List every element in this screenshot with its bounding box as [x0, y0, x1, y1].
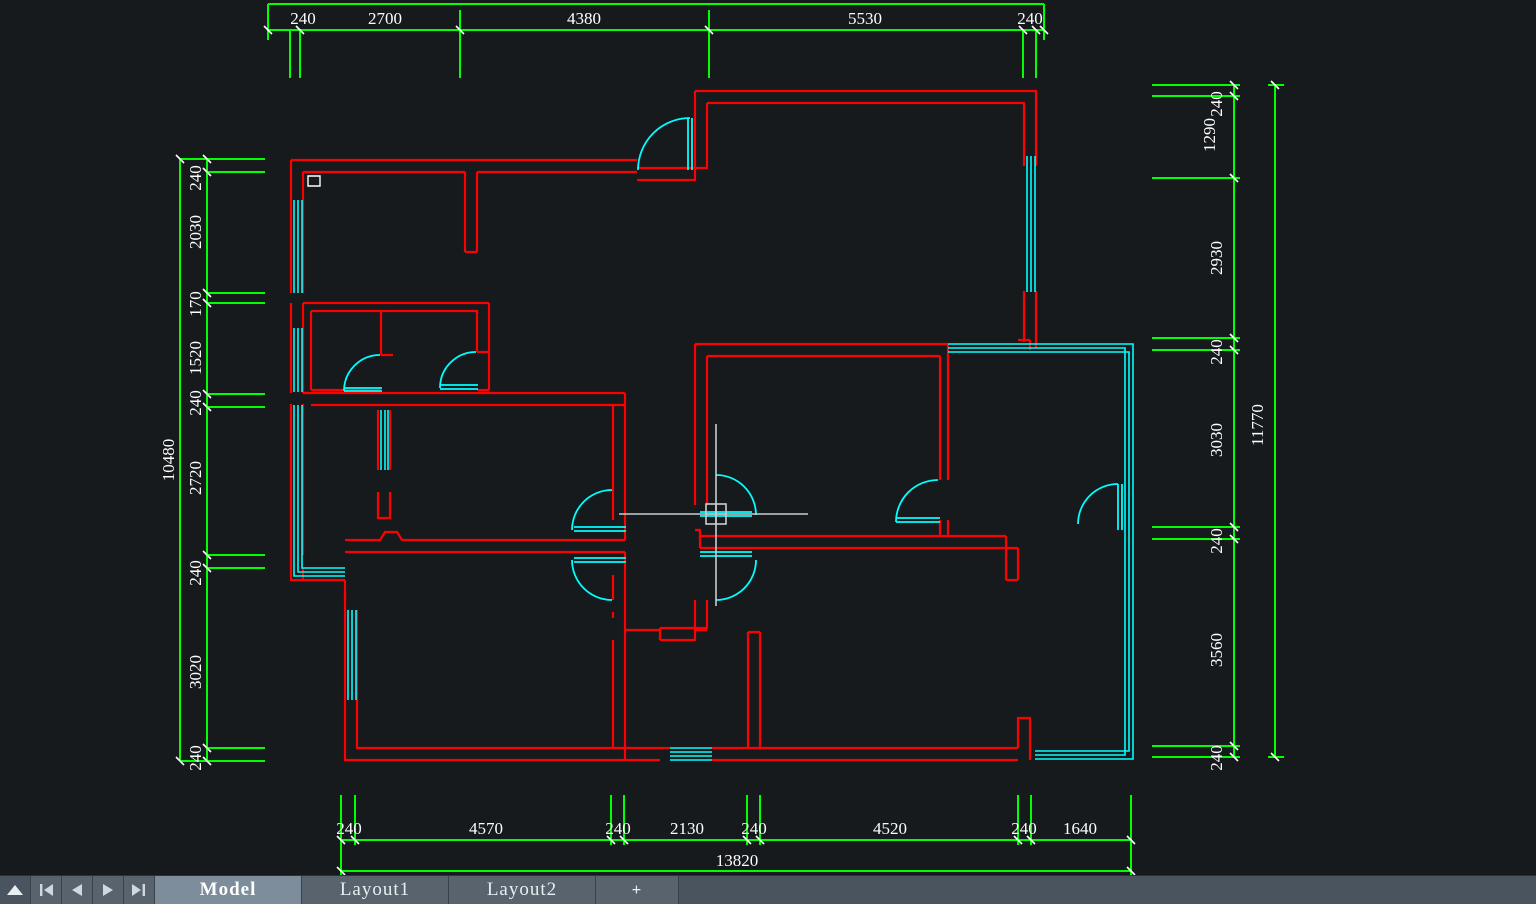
top-dim-labels: 240 2700 4380 5530 240: [290, 9, 1043, 28]
bottom-dim-3: 2130: [670, 819, 704, 838]
scroll-up-button[interactable]: [0, 876, 31, 904]
door-swing-hall-right-upper: [715, 474, 757, 516]
right-dim-labels: 240 1290 2930 240 3030 240 3560 240 1177…: [1200, 91, 1267, 771]
bottom-dim-total: 13820: [716, 851, 759, 870]
drawing-canvas[interactable]: 240 2700 4380 5530 240: [0, 0, 1536, 876]
left-dimension-lines: [179, 158, 265, 762]
door-swing-kitchen: [439, 351, 477, 389]
right-dim-5: 240: [1207, 528, 1226, 554]
door-swing-right-room: [895, 479, 939, 523]
bottom-dim-0: 240: [336, 819, 362, 838]
next-layout-button[interactable]: [93, 876, 124, 904]
walls[interactable]: [289, 89, 1038, 762]
previous-icon: [72, 884, 82, 896]
door-swing-balcony: [1077, 483, 1119, 525]
right-dim-2: 2930: [1207, 241, 1226, 275]
door-swing-hall-left-lower: [571, 559, 613, 601]
door-swing-hall-left-upper: [571, 489, 613, 531]
right-dim-7: 240: [1207, 745, 1226, 771]
door-swing-bath: [343, 354, 381, 392]
left-dim-total: 10480: [159, 439, 178, 482]
tab-layout2[interactable]: Layout2: [449, 876, 596, 904]
left-dim-8: 240: [186, 745, 205, 771]
bottom-dim-ticks: [336, 835, 1136, 876]
right-dim-0: 240: [1207, 91, 1226, 117]
left-dim-6: 240: [186, 560, 205, 586]
tab-model[interactable]: Model: [155, 876, 302, 904]
bottom-dim-labels: 240 4570 240 2130 240 4520 240 1640 1382…: [336, 819, 1097, 870]
right-dim-total: 11770: [1248, 404, 1267, 446]
left-dim-1: 2030: [186, 215, 205, 249]
bottom-dim-1: 4570: [469, 819, 503, 838]
right-dim-3: 240: [1207, 339, 1226, 365]
bottom-dim-7: 1640: [1063, 819, 1097, 838]
right-dim-1: 1290: [1200, 118, 1219, 152]
top-dim-3: 5530: [848, 9, 882, 28]
top-dim-2: 4380: [567, 9, 601, 28]
right-dim-6: 3560: [1207, 633, 1226, 667]
right-dimension-lines: [1152, 84, 1284, 758]
left-dim-2: 170: [186, 291, 205, 317]
first-icon: [40, 884, 53, 896]
right-dim-ticks: [1229, 80, 1280, 762]
previous-layout-button[interactable]: [62, 876, 93, 904]
layout-tab-bar[interactable]: Model Layout1 Layout2 +: [0, 875, 1536, 904]
top-dim-ticks: [263, 25, 1049, 35]
add-layout-button[interactable]: +: [596, 876, 679, 904]
bottom-dimension-lines: [340, 795, 1132, 876]
dimension-lines: [267, 3, 1045, 78]
door-swing-hall-right-lower: [715, 559, 757, 601]
tab-layout1[interactable]: Layout1: [302, 876, 449, 904]
top-dim-4: 240: [1017, 9, 1043, 28]
left-dim-7: 3020: [186, 655, 205, 689]
first-layout-button[interactable]: [31, 876, 62, 904]
right-dim-4: 3030: [1207, 423, 1226, 457]
bottom-dim-6: 240: [1011, 819, 1037, 838]
top-dim-1: 2700: [368, 9, 402, 28]
bottom-dim-2: 240: [605, 819, 631, 838]
up-triangle-icon: [7, 885, 23, 895]
crosshair-cursor[interactable]: [619, 424, 808, 606]
next-icon: [103, 884, 113, 896]
last-icon: [132, 884, 145, 896]
windows[interactable]: [293, 156, 1134, 761]
doors[interactable]: [343, 117, 1123, 601]
left-dim-5: 2720: [186, 461, 205, 495]
bottom-dim-4: 240: [741, 819, 767, 838]
left-dim-3: 1520: [186, 341, 205, 375]
layout-bar-filler: [679, 876, 1536, 904]
left-dim-4: 240: [186, 390, 205, 416]
last-layout-button[interactable]: [124, 876, 155, 904]
left-dim-0: 240: [186, 165, 205, 191]
left-dim-ticks: [175, 154, 212, 766]
bottom-dim-5: 4520: [873, 819, 907, 838]
floor-plan-drawing[interactable]: 240 2700 4380 5530 240: [0, 0, 1536, 876]
door-swing-bedroom-top: [637, 117, 691, 171]
top-dim-0: 240: [290, 9, 316, 28]
left-dim-labels: 240 2030 170 1520 240 2720 240 3020 240 …: [159, 165, 205, 771]
